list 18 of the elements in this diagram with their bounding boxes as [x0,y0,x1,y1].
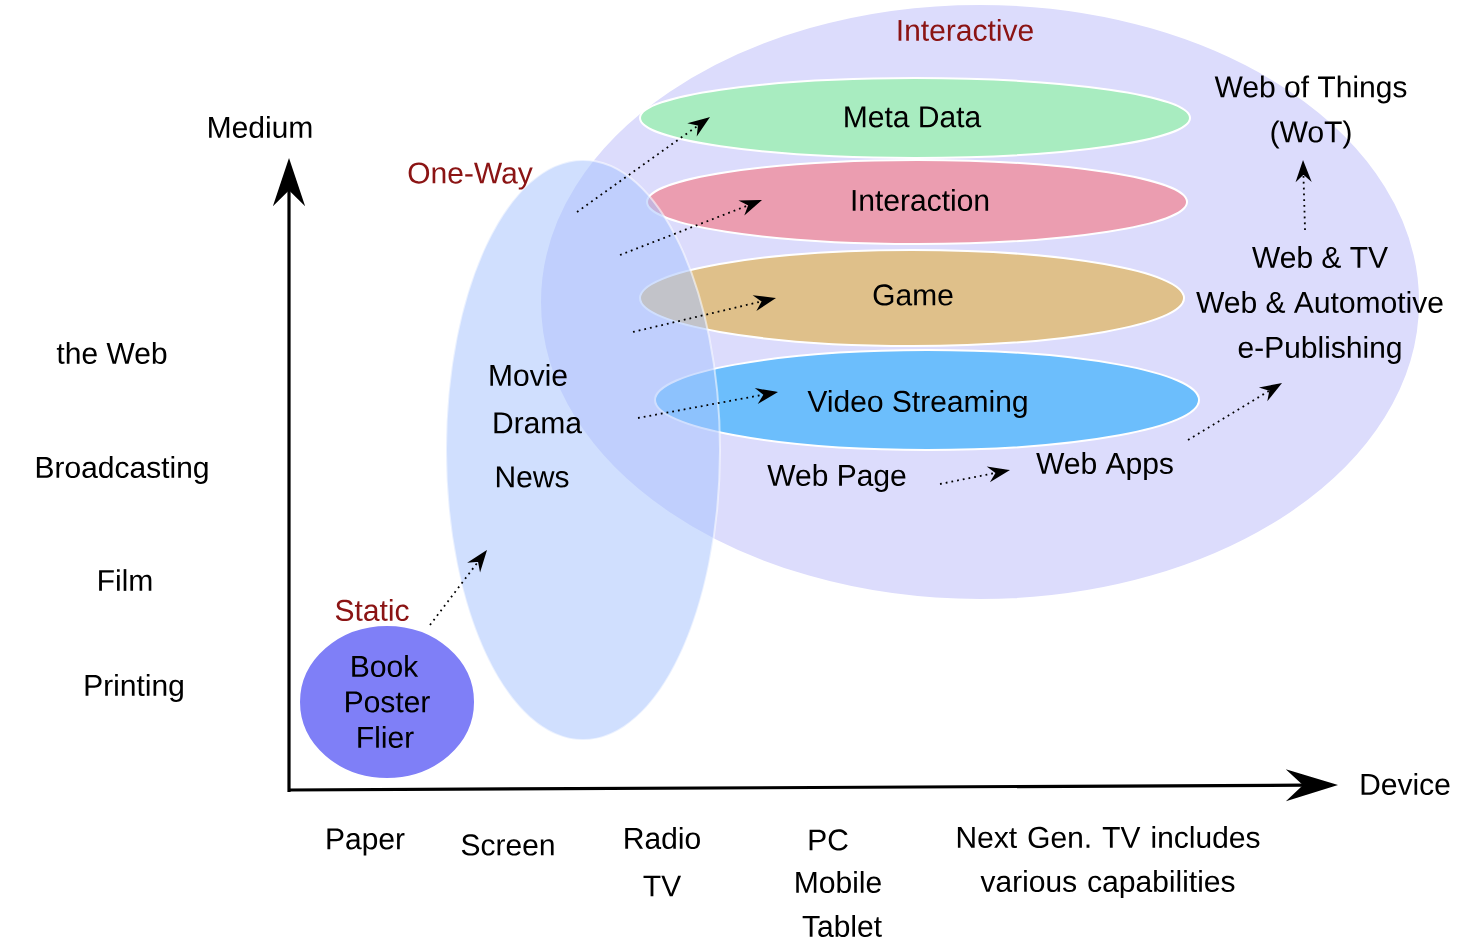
axis-label: the Web [56,342,167,364]
axis-label: Device [1361,773,1450,795]
axis-label: TV [643,875,682,897]
axis-label: Medium [209,116,312,138]
axis-label: Broadcasting [36,456,208,484]
node-label: Static [335,598,409,621]
axis-label: Printing [85,674,183,702]
text-label: Web of Things (WoT) [1214,75,1407,149]
axis-label: Radio [625,827,700,849]
text-label: Web Apps [1036,452,1173,480]
axis-label: Screen [461,834,554,856]
axis-label: Mobile [796,871,881,893]
text-label: Web Page [767,464,906,492]
axis-label: Film [99,569,152,591]
axis-label: Paper [327,828,405,856]
axis-label: PC [809,829,848,851]
axis-label: Next Gen. TV includes various capabilities [957,826,1260,898]
axis-label: Tablet [802,915,882,937]
